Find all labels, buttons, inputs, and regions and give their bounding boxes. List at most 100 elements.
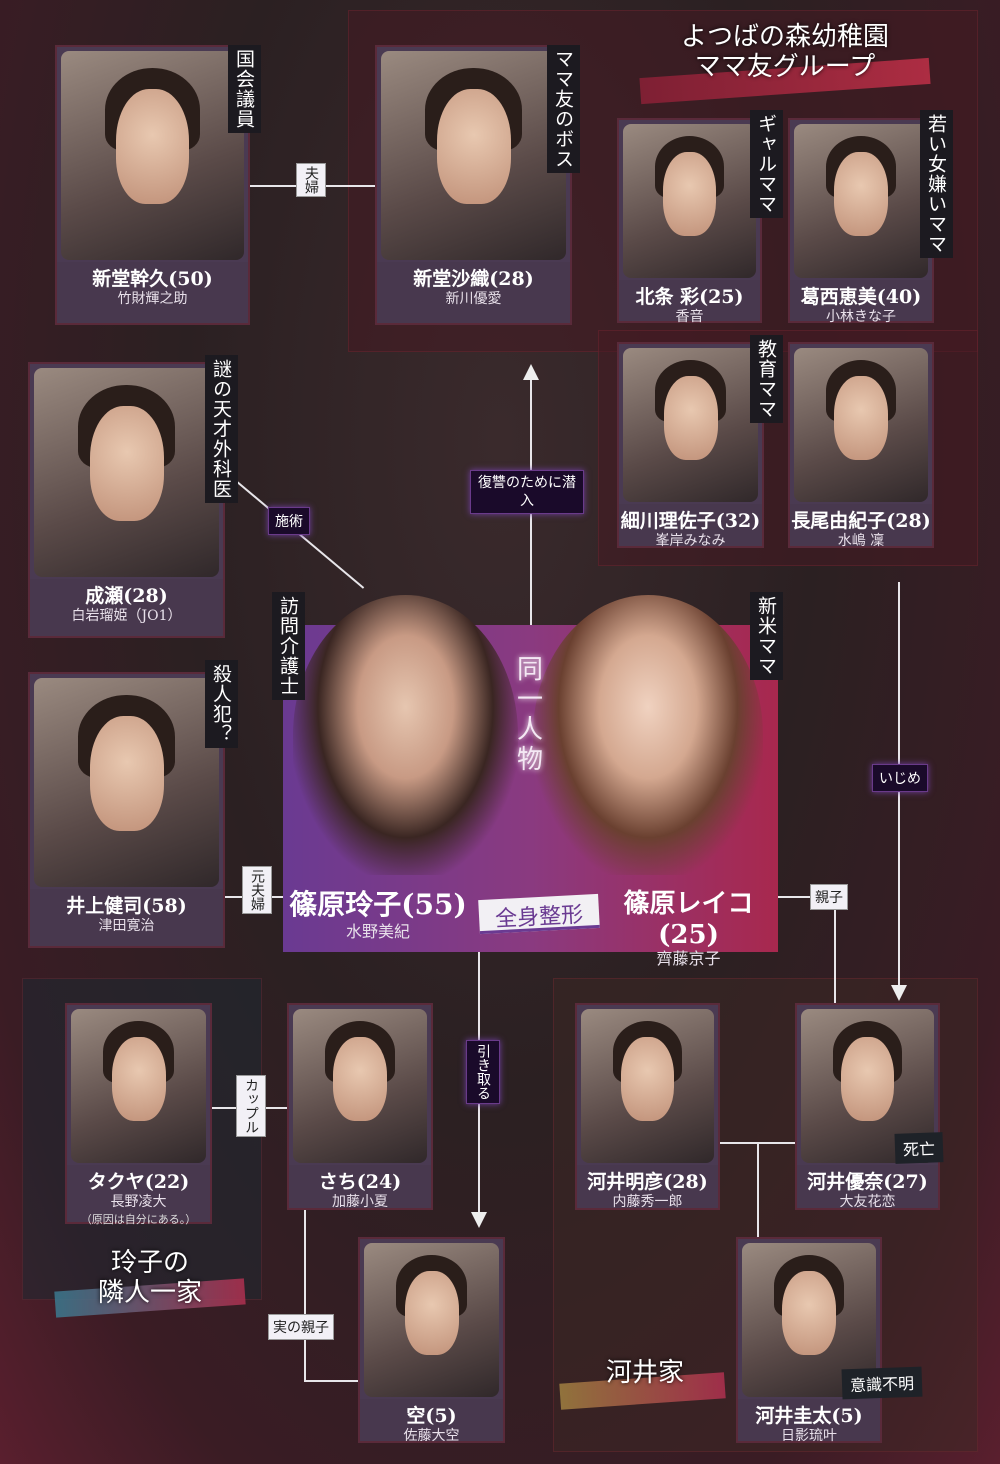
actor-name: 佐藤大空: [403, 1428, 460, 1444]
actor-name: 水嶋 凜: [837, 533, 885, 549]
character-photo: [293, 1009, 427, 1163]
actor-name: 内藤秀一郎: [612, 1194, 683, 1210]
character-photo: [34, 678, 219, 887]
reiko-young-info: 篠原レイコ(25) 齊藤京子: [601, 883, 776, 968]
face-shape: [89, 715, 164, 831]
title-line: 隣人一家: [97, 1278, 202, 1308]
character-name: 新堂沙織(28): [413, 268, 534, 290]
character-info: 河井圭太(5) 日影琉叶: [738, 1399, 880, 1444]
actor-note: （原因は自分にある。）: [80, 1213, 197, 1226]
face-shape: [620, 1036, 675, 1122]
face-shape: [834, 151, 888, 237]
arrow-down-icon: [891, 985, 907, 1001]
relation-surgery: 施術: [268, 507, 310, 535]
character-name: 新堂幹久(50): [92, 268, 213, 290]
arrow-down-icon: [471, 1212, 487, 1228]
character-info: さち(24) 加藤小夏: [289, 1165, 431, 1210]
character-photo: [581, 1009, 714, 1163]
reiko-actor: 水野美紀: [345, 922, 410, 941]
relation-lovers: カップル: [236, 1075, 266, 1137]
same-person-label: 同一人物: [516, 655, 543, 775]
face-shape: [436, 88, 511, 204]
relation-take-in: 引き取る: [466, 1040, 500, 1104]
relation-infiltrate: 復讐のために潜入: [470, 470, 584, 514]
character-info: 新堂幹久(50) 竹財輝之助: [57, 262, 248, 323]
actor-name: 長野凌大: [110, 1194, 167, 1210]
character-card[interactable]: 北条 彩(25) 香音: [617, 118, 762, 325]
role-tag: 殺人犯？: [205, 660, 238, 748]
title-line: 玲子の: [110, 1248, 189, 1278]
character-card[interactable]: 河井優奈(27) 大友花恋: [795, 1003, 940, 1210]
face-shape: [115, 88, 190, 204]
relation-couple: 夫婦: [296, 163, 326, 197]
face-shape: [333, 1036, 387, 1122]
character-info: 葛西恵美(40) 小林きな子: [790, 280, 932, 325]
character-name: 河井明彦(28): [587, 1171, 708, 1193]
character-info: 成瀬(28) 白岩瑠姫（JO1）: [30, 579, 223, 636]
face-shape: [89, 405, 164, 521]
character-card[interactable]: 新堂沙織(28) 新川優愛: [375, 45, 572, 325]
character-info: 井上健司(58) 津田寛治: [30, 889, 223, 946]
character-card[interactable]: 成瀬(28) 白岩瑠姫（JO1）: [28, 362, 225, 638]
character-photo: [794, 124, 928, 278]
actor-name: 新川優愛: [445, 291, 502, 307]
neighbor-family-title: 玲子の隣人一家: [60, 1248, 240, 1308]
actor-name: 峯岸みなみ: [655, 533, 726, 549]
relation-ex-couple: 元夫婦: [242, 866, 272, 914]
character-card[interactable]: 長尾由紀子(28) 水嶋 凜: [788, 342, 934, 549]
mama-group-title: よつばの森幼稚園ママ友グループ: [650, 22, 920, 82]
character-card[interactable]: 細川理佐子(32) 峯岸みなみ: [617, 342, 764, 549]
character-info: 新堂沙織(28) 新川優愛: [377, 262, 570, 323]
actor-name: 竹財輝之助: [117, 291, 188, 307]
character-photo: [623, 124, 756, 278]
character-photo: [71, 1009, 206, 1163]
role-tag: 訪問介護士: [272, 592, 305, 700]
line-kawai-child: [757, 1142, 759, 1238]
actor-name: 津田寛治: [98, 918, 155, 934]
reiko-name: 篠原玲子(55): [289, 888, 467, 921]
character-info: 長尾由紀子(28) 水嶋 凜: [790, 504, 932, 549]
character-name: 空(5): [406, 1405, 457, 1427]
character-name: 葛西恵美(40): [800, 286, 922, 308]
role-tag: 国会議員: [228, 45, 261, 133]
relation-bullying: いじめ: [872, 764, 928, 792]
role-tag: 新米ママ: [750, 592, 783, 680]
status-badge: 死亡: [894, 1132, 944, 1164]
reiko-young-name: 篠原レイコ(25): [623, 889, 754, 950]
actor-name: 加藤小夏: [332, 1194, 388, 1210]
main-character-card[interactable]: 同一人物 篠原玲子(55) 水野美紀 全身整形 篠原レイコ(25) 齊藤京子: [283, 595, 778, 968]
face-shape: [840, 1036, 895, 1122]
character-card[interactable]: 空(5) 佐藤大空: [358, 1237, 505, 1444]
kawai-family-title: 河井家: [605, 1358, 684, 1388]
reiko-young-photo: [533, 595, 763, 875]
character-info: タクヤ(22) 長野凌大 （原因は自分にある。）: [67, 1165, 210, 1226]
face-shape: [782, 1270, 836, 1356]
character-card[interactable]: 河井明彦(28) 内藤秀一郎: [575, 1003, 720, 1210]
character-photo: [381, 51, 566, 260]
character-info: 北条 彩(25) 香音: [619, 280, 760, 325]
character-info: 河井優奈(27) 大友花恋: [797, 1165, 938, 1210]
character-name: 北条 彩(25): [635, 286, 744, 308]
face-shape: [662, 151, 717, 237]
character-card[interactable]: さち(24) 加藤小夏: [287, 1003, 433, 1210]
reiko-photo: [293, 595, 518, 875]
actor-name: 小林きな子: [826, 309, 896, 325]
role-tag: 若い女嫌いママ: [920, 110, 953, 258]
character-card[interactable]: 河井圭太(5) 日影琉叶: [736, 1237, 882, 1444]
line-parent-down: [834, 896, 836, 1004]
character-name: 井上健司(58): [66, 895, 187, 917]
character-photo: [364, 1243, 499, 1397]
character-name: 河井優奈(27): [807, 1171, 928, 1193]
character-card[interactable]: 葛西恵美(40) 小林きな子: [788, 118, 934, 325]
character-photo: [623, 348, 758, 502]
actor-name: 大友花恋: [839, 1194, 896, 1210]
full-body-surgery-label: 全身整形: [478, 893, 600, 935]
character-photo: [61, 51, 244, 260]
title-line: ママ友グループ: [694, 52, 876, 82]
character-card[interactable]: タクヤ(22) 長野凌大 （原因は自分にある。）: [65, 1003, 212, 1226]
arrow-up-icon: [523, 364, 539, 380]
character-card[interactable]: 井上健司(58) 津田寛治: [28, 672, 225, 948]
actor-name: 白岩瑠姫（JO1）: [71, 608, 182, 624]
character-name: タクヤ(22): [87, 1171, 190, 1193]
character-card[interactable]: 新堂幹久(50) 竹財輝之助: [55, 45, 250, 325]
